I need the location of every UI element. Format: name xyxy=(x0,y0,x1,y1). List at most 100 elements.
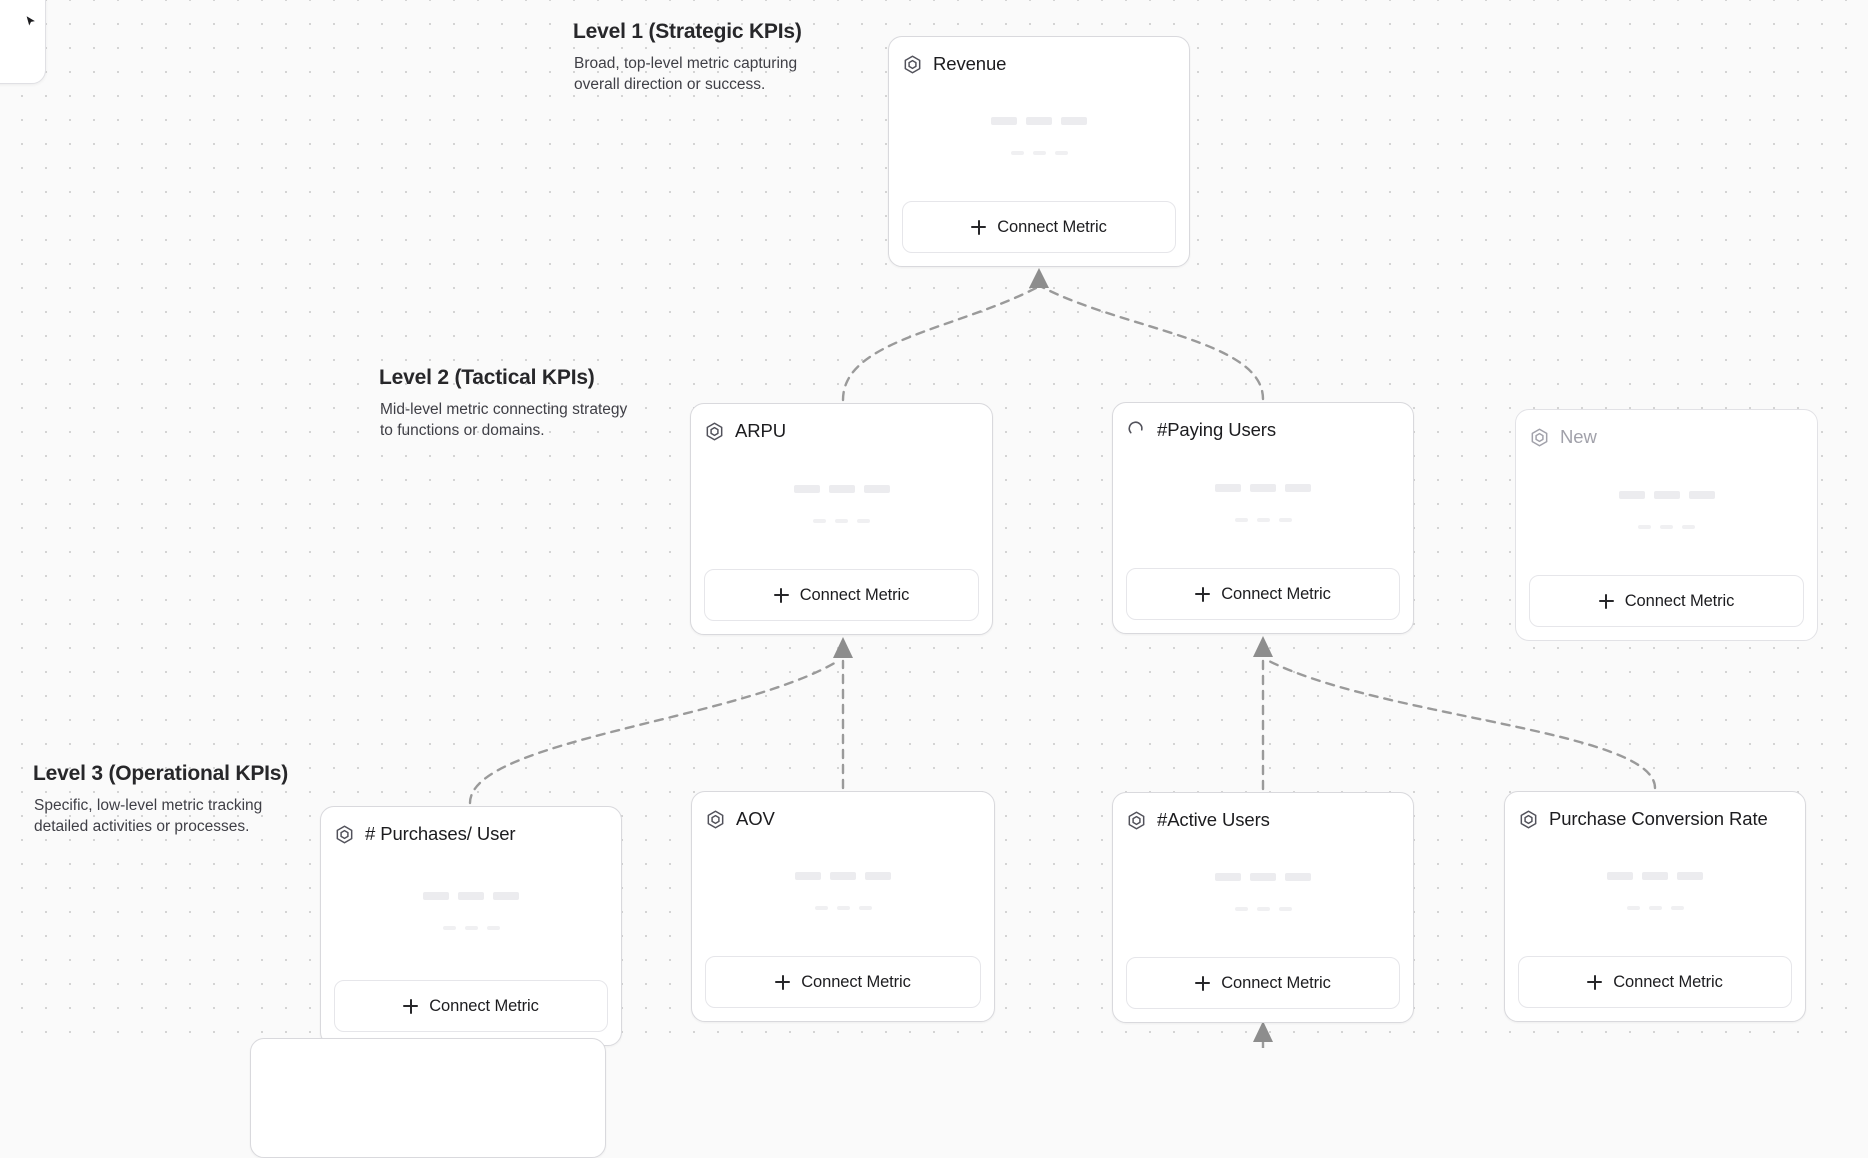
connect-metric-label: Connect Metric xyxy=(799,585,910,604)
skeleton-bar xyxy=(1010,151,1024,155)
skeleton-bar xyxy=(865,872,891,880)
card-title: AOV xyxy=(736,807,775,829)
offscreen-toolbar-panel[interactable] xyxy=(0,0,46,84)
skeleton-bar xyxy=(493,891,519,900)
skeleton-row-secondary xyxy=(1234,907,1292,911)
metric-card-purchases-per-user[interactable]: # Purchases/ User Connect Metric xyxy=(320,806,622,1046)
skeleton-row-primary xyxy=(793,484,890,493)
level-label-3: Level 3 (Operational KPIs) Specific, low… xyxy=(33,762,288,838)
plus-icon xyxy=(775,974,791,990)
skeleton-bar xyxy=(1256,907,1270,911)
skeleton-bar xyxy=(1032,151,1046,155)
skeleton-bar xyxy=(1618,490,1645,499)
skeleton-row-primary xyxy=(1618,490,1715,499)
connect-metric-button[interactable]: Connect Metric xyxy=(334,980,608,1032)
card-header: ARPU xyxy=(704,418,979,444)
skeleton-row-secondary xyxy=(442,925,500,930)
card-header: AOV xyxy=(705,806,981,832)
skeleton-row-secondary xyxy=(814,906,872,910)
connect-metric-label: Connect Metric xyxy=(1613,972,1723,991)
spinner-icon xyxy=(1128,421,1143,433)
hexagon-icon xyxy=(707,810,724,828)
card-title: ARPU xyxy=(735,419,786,441)
metric-card-aov[interactable]: AOV Connect Metric xyxy=(691,791,995,1022)
connect-metric-button[interactable]: Connect Metric xyxy=(704,569,979,621)
level-1-description: Broad, top-level metric capturing overal… xyxy=(574,55,798,94)
skeleton-bar xyxy=(1234,517,1248,522)
level-3-description: Specific, low-level metric tracking deta… xyxy=(34,797,263,836)
skeleton-bar xyxy=(1054,151,1068,155)
card-skeleton-body xyxy=(1518,832,1792,956)
skeleton-bar xyxy=(991,117,1017,125)
metric-card-purchase-conversion-rate[interactable]: Purchase Conversion Rate Connect Metric xyxy=(1504,791,1806,1022)
card-title: New xyxy=(1560,425,1597,447)
plus-icon xyxy=(971,219,987,235)
connect-metric-button[interactable]: Connect Metric xyxy=(705,956,981,1008)
metric-card-active-users[interactable]: #Active Users Connect Metric xyxy=(1112,792,1414,1023)
connect-metric-button[interactable]: Connect Metric xyxy=(902,201,1176,253)
skeleton-bar xyxy=(863,484,890,493)
metric-card-new[interactable]: New Connect Metric xyxy=(1515,409,1818,641)
metric-card-offscreen-bottom[interactable] xyxy=(250,1038,606,1158)
hexagon-icon xyxy=(1128,811,1145,829)
card-title: Revenue xyxy=(933,52,1007,74)
skeleton-bar xyxy=(813,518,826,523)
connect-metric-button[interactable]: Connect Metric xyxy=(1529,575,1804,627)
skeleton-bar xyxy=(814,906,828,910)
skeleton-bar xyxy=(1660,524,1673,529)
skeleton-row-primary xyxy=(423,891,519,900)
skeleton-bar xyxy=(486,925,500,930)
card-skeleton-body xyxy=(334,847,608,980)
connect-metric-button[interactable]: Connect Metric xyxy=(1126,957,1400,1009)
level-3-title: Level 3 (Operational KPIs) xyxy=(33,762,289,785)
skeleton-row-secondary xyxy=(813,518,870,523)
skeleton-row-primary xyxy=(991,117,1087,125)
cursor-icon xyxy=(26,16,35,26)
skeleton-bar xyxy=(1653,490,1680,499)
connect-metric-label: Connect Metric xyxy=(1624,591,1735,610)
skeleton-bar xyxy=(1278,517,1292,522)
card-skeleton-body xyxy=(704,444,979,569)
skeleton-bar xyxy=(458,891,484,900)
skeleton-bar xyxy=(423,891,449,900)
skeleton-bar xyxy=(1607,872,1633,880)
card-title: Purchase Conversion Rate xyxy=(1549,807,1768,829)
connect-metric-label: Connect Metric xyxy=(429,996,539,1015)
skeleton-bar xyxy=(1215,483,1241,492)
card-skeleton-body xyxy=(1529,450,1804,575)
level-1-title: Level 1 (Strategic KPIs) xyxy=(573,20,802,43)
card-header: #Paying Users xyxy=(1126,417,1400,443)
skeleton-bar xyxy=(793,484,820,493)
skeleton-bar xyxy=(1626,906,1640,910)
skeleton-bar xyxy=(857,518,870,523)
metric-card-paying-users[interactable]: #Paying Users Connect Metric xyxy=(1112,402,1414,634)
connect-metric-button[interactable]: Connect Metric xyxy=(1126,568,1400,620)
card-header: #Active Users xyxy=(1126,807,1400,833)
card-title: #Paying Users xyxy=(1157,418,1277,440)
skeleton-bar xyxy=(464,925,478,930)
card-title: # Purchases/ User xyxy=(365,822,516,844)
plus-icon xyxy=(773,587,789,603)
skeleton-bar xyxy=(1026,117,1052,125)
skeleton-bar xyxy=(1638,524,1651,529)
skeleton-row-secondary xyxy=(1234,517,1292,522)
skeleton-bar xyxy=(1234,907,1248,911)
plus-icon xyxy=(1195,586,1211,602)
plus-icon xyxy=(1598,593,1614,609)
connect-metric-label: Connect Metric xyxy=(1221,973,1331,992)
card-header: Purchase Conversion Rate xyxy=(1518,806,1792,832)
skeleton-bar xyxy=(1285,873,1311,881)
skeleton-bar xyxy=(1648,906,1662,910)
level-2-title: Level 2 (Tactical KPIs) xyxy=(379,366,595,389)
skeleton-bar xyxy=(830,872,856,880)
metric-card-arpu[interactable]: ARPU Connect Metric xyxy=(690,403,993,635)
hexagon-icon xyxy=(904,55,921,73)
connect-metric-button[interactable]: Connect Metric xyxy=(1518,956,1792,1008)
hexagon-icon xyxy=(336,825,353,843)
skeleton-bar xyxy=(1215,873,1241,881)
skeleton-bar xyxy=(1278,907,1292,911)
card-skeleton-body xyxy=(1126,833,1400,957)
metric-card-revenue[interactable]: Revenue Connect Metric xyxy=(888,36,1190,267)
level-2-description: Mid-level metric connecting strategy to … xyxy=(380,401,628,440)
hexagon-icon xyxy=(706,422,723,440)
